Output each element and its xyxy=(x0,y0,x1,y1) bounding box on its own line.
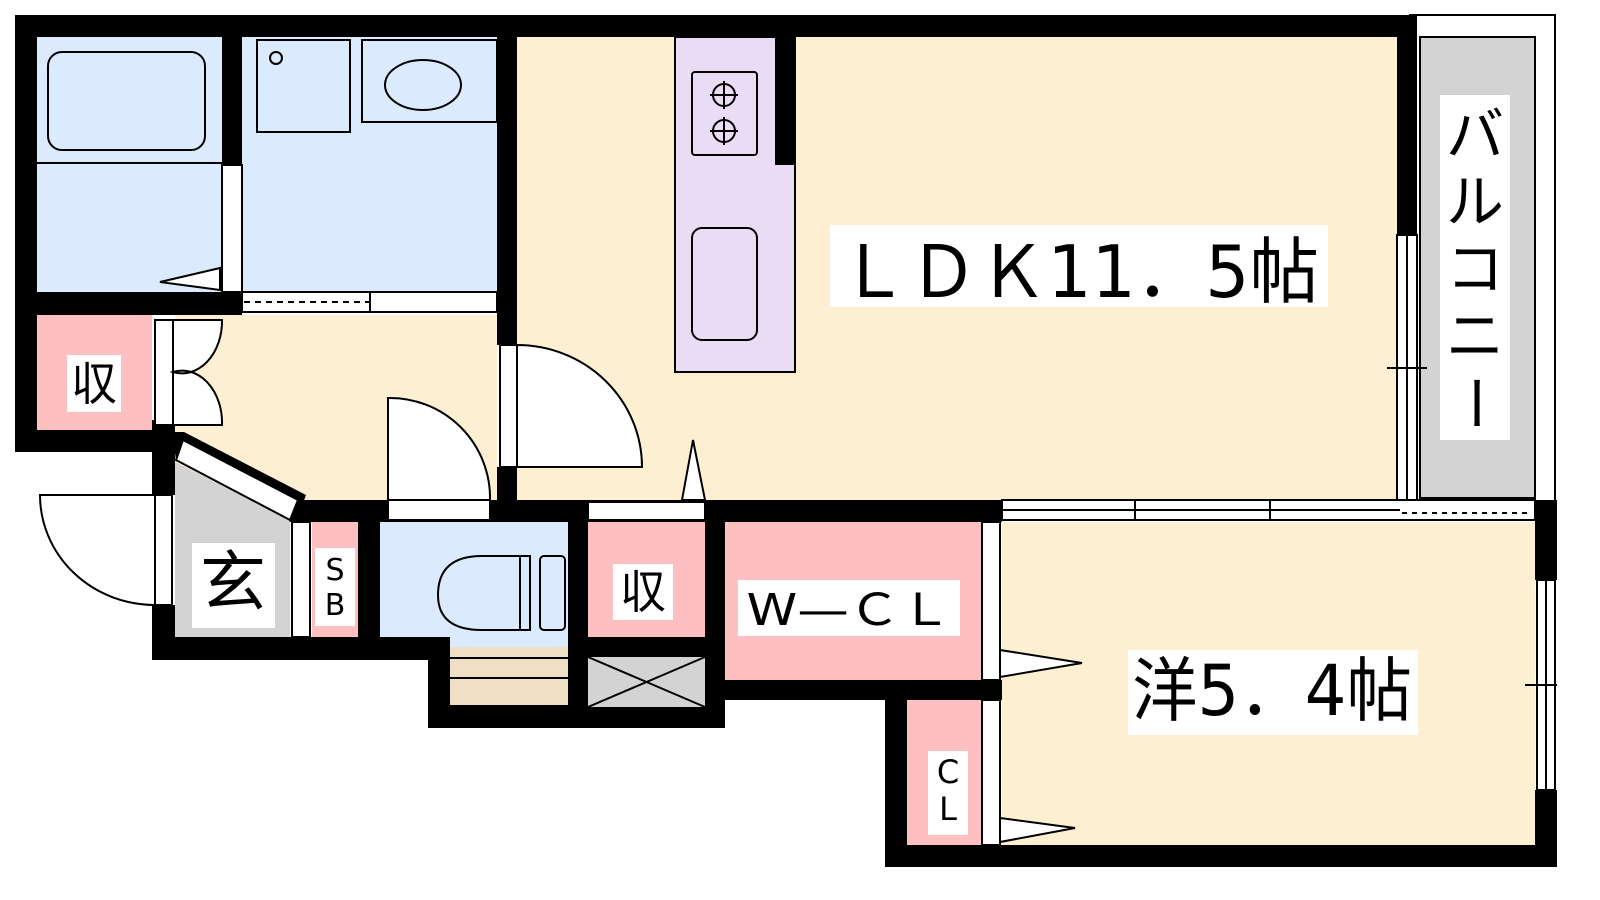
balcony-label-1: バ xyxy=(1446,101,1504,169)
closet-door[interactable] xyxy=(981,699,1001,846)
front-door[interactable] xyxy=(154,494,173,606)
labels: ＬＤＫ11．5帖 バ ル コ ニ ー 収 玄 S B 収 W—ＣＬ C L 洋5… xyxy=(67,95,1510,835)
bathroom xyxy=(37,37,222,292)
ldk-label: ＬＤＫ11．5帖 xyxy=(839,230,1319,314)
sink-icon xyxy=(384,59,462,111)
closet-label-l: L xyxy=(939,790,957,828)
entrance-label: 玄 xyxy=(200,544,266,621)
washing-machine-icon xyxy=(256,39,351,133)
kitchen-sink-icon xyxy=(691,227,758,341)
entrance-window xyxy=(174,438,300,522)
toilet-room xyxy=(380,522,568,647)
balcony-label-5: ー xyxy=(1441,374,1509,432)
closet-label-c: C xyxy=(937,753,959,791)
stove-icon xyxy=(691,71,758,156)
bath-door[interactable] xyxy=(221,164,243,293)
bathtub-icon xyxy=(47,51,206,151)
ldk-door[interactable] xyxy=(499,344,518,468)
washroom xyxy=(242,37,497,292)
toilet-icon xyxy=(436,555,521,631)
walk-in-closet-label: W—ＣＬ xyxy=(747,585,952,636)
balcony-label-3: コ xyxy=(1446,235,1504,303)
storage-hall-door[interactable] xyxy=(154,319,174,426)
storage-hall-label: 収 xyxy=(71,357,117,411)
toilet-door[interactable] xyxy=(387,499,491,521)
shoe-box-door[interactable] xyxy=(291,521,311,638)
fixtures xyxy=(37,39,758,708)
western-room-label: 洋5．4帖 xyxy=(1132,650,1412,732)
doors-windows xyxy=(38,164,1557,846)
shoe-box-label-s: S xyxy=(325,553,344,588)
balcony-label-2: ル xyxy=(1446,168,1504,236)
shoe-box-label-b: B xyxy=(325,588,346,623)
storage-mid-label: 収 xyxy=(620,565,666,619)
balcony-label-4: ニ xyxy=(1446,302,1504,370)
storage-mid-door[interactable] xyxy=(587,501,706,521)
walk-in-closet-door[interactable] xyxy=(981,521,1001,681)
